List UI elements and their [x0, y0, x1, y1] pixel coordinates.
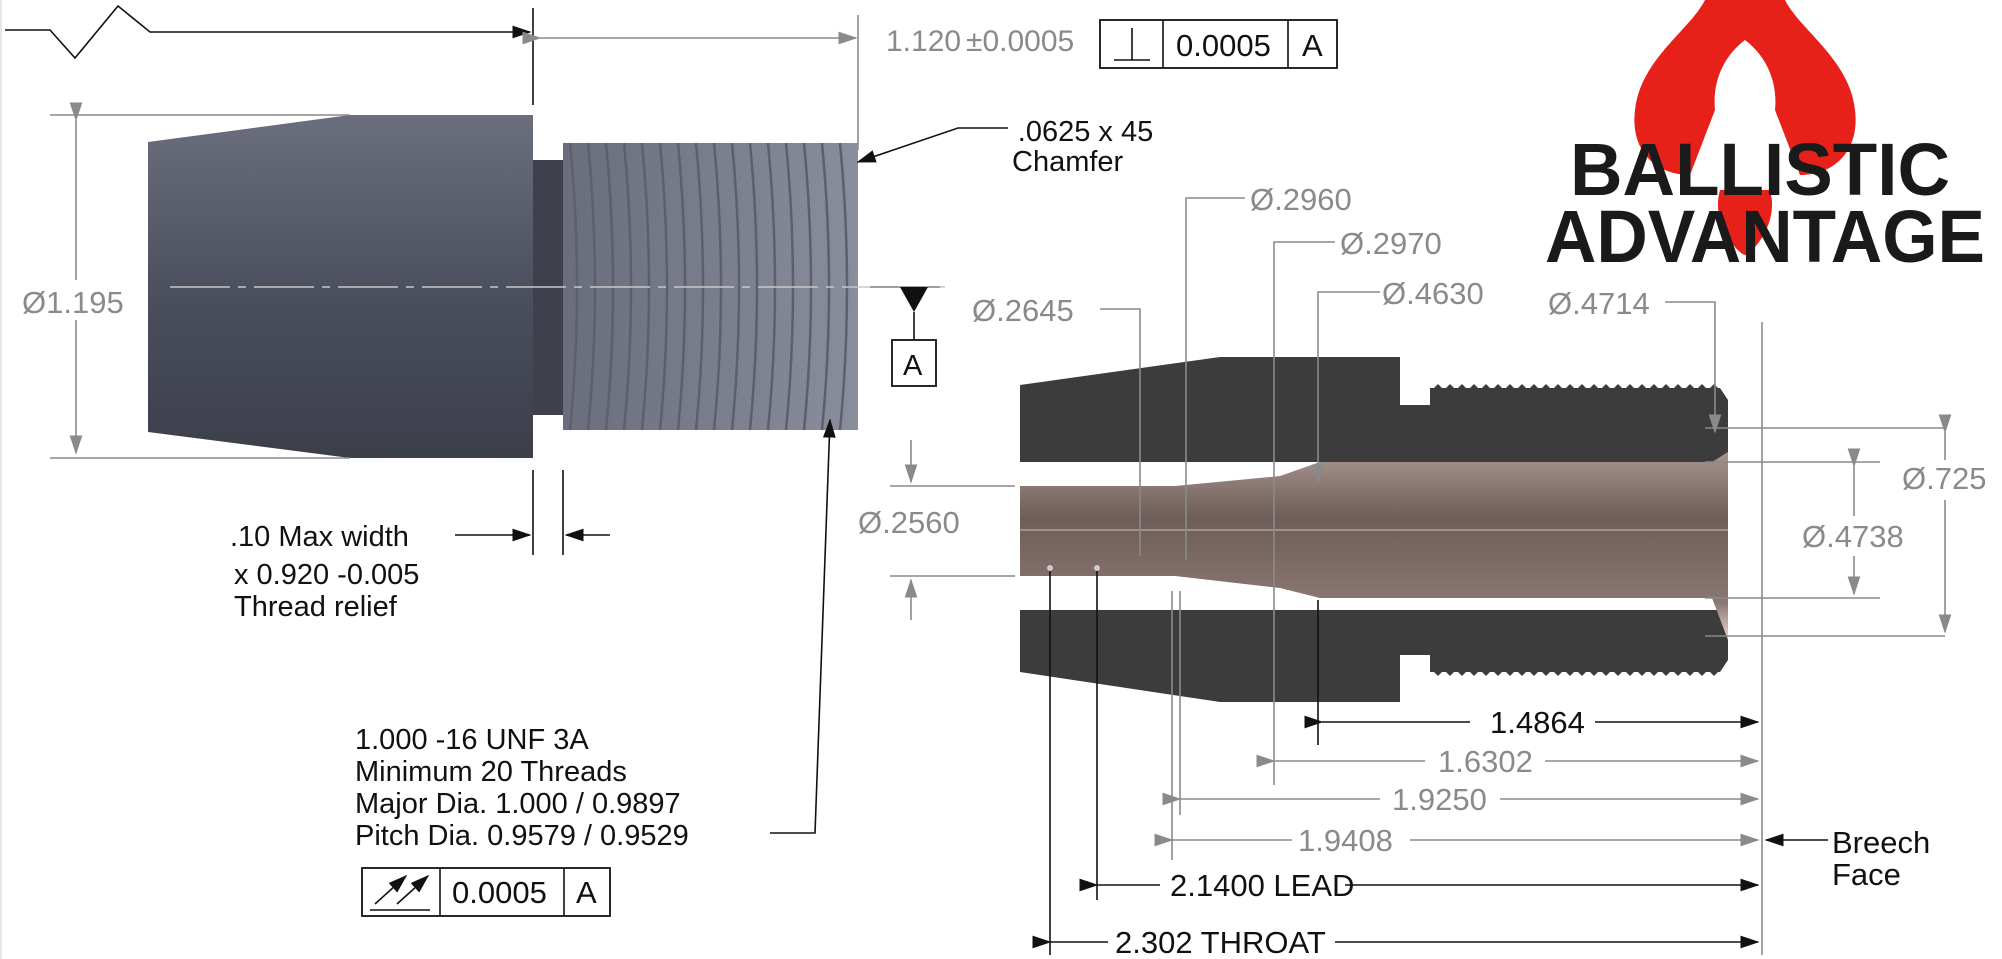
relief-note-3: Thread relief [234, 591, 398, 623]
length-1-9250: 1.9250 [1392, 782, 1487, 817]
logo-line-1: BALLISTIC [1570, 128, 1950, 211]
left-part-view: 1.120 ±0.0005 0.0005 A Ø1.195 .0625 x 45… [5, 4, 1338, 917]
chamfer-note-1: .0625 x 45 [1012, 116, 1153, 148]
thread-pitch-dia: Pitch Dia. 0.9579 / 0.9529 [355, 820, 689, 852]
runout-value: 0.0005 [452, 875, 547, 910]
thread-spec: 1.000 -16 UNF 3A [355, 724, 589, 756]
diameter-2560: Ø.2560 [858, 505, 960, 540]
diameter-4630: Ø.4630 [1382, 276, 1484, 311]
section-body-top [1020, 357, 1728, 462]
thread-count: Minimum 20 Threads [355, 756, 627, 788]
length-1-4864: 1.4864 [1490, 705, 1585, 740]
relief-note-2: x 0.920 -0.005 [234, 559, 419, 591]
perpendicularity-icon [1114, 28, 1150, 61]
breech-label-2: Face [1832, 857, 1901, 892]
diameter-2970: Ø.2970 [1340, 226, 1442, 261]
runout-datum: A [576, 875, 597, 910]
right-section-view: Ø.725 Ø.4738 Ø.2560 Ø.2960 Ø.2970 Ø.4630… [858, 182, 1986, 959]
length-1-6302: 1.6302 [1438, 744, 1533, 779]
diameter-2645: Ø.2645 [972, 293, 1074, 328]
chamfer-note-2: Chamfer [1012, 146, 1124, 178]
diameter-4738: Ø.4738 [1802, 519, 1904, 554]
length-1-9408: 1.9408 [1298, 823, 1393, 858]
length-tolerance: ±0.0005 [966, 25, 1074, 58]
thread-teeth [1432, 384, 1720, 676]
perpendicularity-datum: A [1302, 28, 1323, 63]
diameter-2960: Ø.2960 [1250, 182, 1352, 217]
length-dimension: 1.120 [886, 25, 961, 58]
datum-a-symbol: A [870, 286, 940, 387]
thread-major-dia: Major Dia. 1.000 / 0.9897 [355, 788, 681, 820]
section-body-bottom [1020, 610, 1728, 702]
datum-a-label: A [903, 350, 923, 382]
length-throat: 2.302 THROAT [1115, 925, 1326, 959]
total-runout-icon [370, 874, 430, 911]
flame-icon [1634, 0, 1856, 175]
relief-note-1: .10 Max width [230, 521, 409, 553]
breech-label-1: Breech [1832, 825, 1930, 860]
perpendicularity-control-frame: 0.0005 A [1099, 19, 1338, 69]
perpendicularity-value: 0.0005 [1176, 28, 1271, 63]
runout-control-frame: 0.0005 A [361, 867, 611, 917]
diameter-725: Ø.725 [1902, 461, 1986, 496]
bore-chamber [1020, 452, 1728, 640]
diameter-1195: Ø1.195 [22, 285, 124, 320]
diameter-4714: Ø.4714 [1548, 286, 1650, 321]
logo-line-2: ADVANTAGE [1545, 195, 1985, 278]
ballistic-advantage-logo: BALLISTIC ADVANTAGE [1545, 0, 1985, 278]
length-lead: 2.1400 LEAD [1170, 868, 1354, 903]
